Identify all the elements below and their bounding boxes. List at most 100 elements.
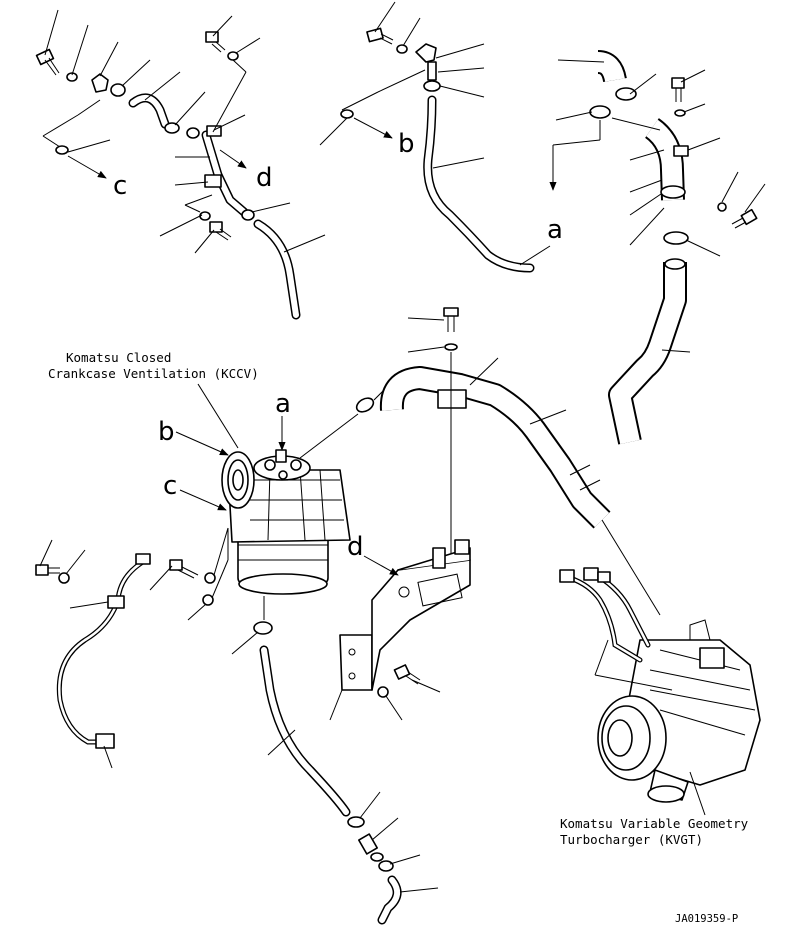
marker-b-kccv: b	[158, 417, 175, 447]
hose-clamp-icon	[347, 816, 365, 828]
leader-line	[407, 317, 445, 321]
bolt-icon	[205, 31, 226, 53]
bolt-icon	[35, 564, 60, 576]
washer-icon	[199, 211, 211, 221]
elbow-fitting-icon	[415, 43, 437, 81]
leader-line	[689, 771, 706, 816]
kvgt-label-line2: Turbocharger (KVGT)	[560, 832, 703, 847]
washer-icon	[377, 686, 389, 698]
hose-clamp-icon	[423, 80, 441, 92]
turbocharger-icon	[597, 619, 761, 803]
drain-hose-icon	[259, 645, 351, 817]
bolt-icon	[731, 208, 758, 229]
leader-lines	[42, 9, 326, 254]
kccv-label-line1: Komatsu Closed	[66, 350, 171, 365]
bolt-icon	[671, 77, 685, 102]
leader-line	[149, 565, 173, 591]
hose-clamp-icon	[164, 122, 180, 134]
marker-d-bracket: d	[347, 532, 364, 562]
bolt-icon	[393, 664, 421, 685]
kccv-label-line2: Crankcase Ventilation (KCCV)	[48, 366, 259, 381]
leader-line	[65, 549, 86, 575]
leader-line	[267, 729, 296, 756]
washer-icon	[58, 572, 70, 584]
sensor-harness-icon	[56, 553, 151, 749]
kvgt-label-line1: Komatsu Variable Geometry	[560, 816, 749, 831]
top-right-assembly: a	[547, 50, 766, 445]
kvgt-turbocharger: Komatsu Variable Geometry Turbocharger (…	[559, 567, 761, 847]
breather-hose-icon	[379, 366, 611, 529]
arrow-b-kccv	[175, 431, 229, 456]
leader-line	[231, 631, 259, 655]
leader-line	[594, 639, 609, 676]
washer-icon	[55, 145, 69, 155]
marker-b-top: b	[398, 129, 415, 159]
leader-line	[213, 527, 229, 576]
arrow-to-b	[353, 117, 393, 139]
top-left-assembly: c d	[35, 9, 326, 320]
o-ring-icon	[110, 83, 126, 97]
leader-line	[329, 689, 343, 721]
leader-line	[103, 745, 113, 769]
leader-line	[594, 674, 673, 691]
elbow-hose-icon	[597, 50, 627, 83]
kccv-leader	[197, 383, 239, 449]
leader-line	[359, 791, 381, 819]
kccv-unit-icon	[221, 449, 351, 595]
washer-icon	[396, 44, 408, 54]
washer-icon	[674, 109, 686, 117]
mounting-bracket-icon	[339, 539, 471, 691]
leader-line	[385, 695, 403, 721]
banjo-fitting-icon	[91, 73, 109, 93]
marker-c-kccv: c	[163, 471, 177, 501]
bolt-icon	[209, 221, 232, 241]
washer-icon	[717, 202, 727, 212]
leader-line	[411, 679, 441, 693]
kccv-assembly: Komatsu Closed Crankcase Ventilation (KC…	[35, 307, 661, 925]
washer-icon	[202, 594, 214, 606]
washer-icon	[340, 109, 354, 119]
hose-clamp-icon	[615, 87, 637, 101]
marker-a-top: a	[547, 215, 563, 245]
drawing-number: JA019359-P	[675, 913, 738, 925]
hose-clamp-icon	[663, 231, 689, 245]
hose-clamp-icon	[378, 860, 394, 872]
washer-icon	[66, 72, 78, 82]
washer-icon	[204, 572, 216, 584]
leader-line	[407, 346, 445, 353]
kvgt-sensor-harness-icon	[559, 567, 651, 663]
bracket-pipe-icon	[201, 125, 249, 217]
leader-line	[399, 887, 439, 893]
bolt-icon	[35, 48, 60, 76]
leader-lines	[319, 1, 551, 266]
hose-clamp-icon	[253, 621, 273, 635]
short-hose-icon	[377, 875, 402, 925]
leader-line	[299, 413, 359, 459]
leader-line	[69, 601, 109, 609]
hose-clamp-icon	[241, 209, 255, 221]
leader-line	[211, 559, 229, 599]
bolt-icon	[443, 307, 459, 332]
long-pipe-icon	[608, 258, 687, 445]
leader-line	[371, 817, 399, 841]
long-hose-icon	[253, 219, 301, 320]
hose-clamp-icon	[186, 127, 200, 139]
washer-icon	[444, 343, 458, 351]
leader-line	[601, 519, 661, 616]
elbow-fitting-icon	[358, 833, 384, 862]
hose-clamp-icon	[589, 105, 611, 119]
bent-pipe-icon	[644, 118, 689, 201]
arrow-to-d	[219, 149, 247, 169]
hose-clamp-icon	[355, 397, 375, 413]
leader-line	[469, 357, 499, 386]
arrow-c-kccv	[179, 489, 227, 511]
bolt-icon	[366, 27, 394, 45]
leader-line	[529, 409, 567, 425]
marker-a-kccv: a	[275, 389, 291, 419]
arrow-d-bracket	[363, 555, 399, 576]
leader-line	[187, 603, 207, 621]
marker-c-top: c	[113, 171, 127, 201]
long-hose-icon	[423, 95, 535, 273]
leader-lines	[552, 59, 766, 353]
